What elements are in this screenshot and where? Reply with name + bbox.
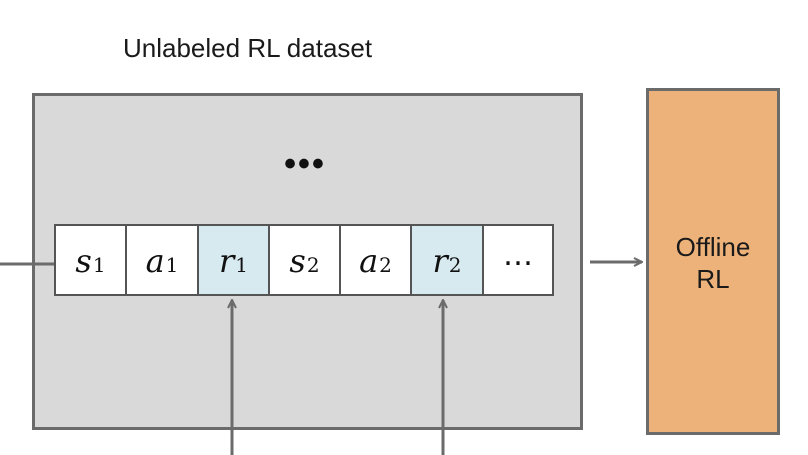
sequence-cell-s2: s2	[268, 224, 341, 296]
sequence-subscript: 1	[235, 253, 249, 277]
sequence-cell-a2: a2	[339, 224, 412, 296]
sequence-subscript: 2	[379, 253, 392, 277]
sequence-subscript: 1	[165, 253, 179, 277]
sequence-symbol: s2	[270, 242, 339, 280]
dataset-title: Unlabeled RL dataset	[123, 33, 373, 63]
sequence-variable: s	[289, 242, 306, 280]
sequence-subscript: 1	[92, 253, 106, 277]
sequence-cell-ellipsis: …	[482, 224, 554, 296]
sequence-variable: a	[145, 242, 165, 280]
offline-rl-label-line1: Offline	[675, 232, 751, 262]
sequence-variable: r	[432, 242, 448, 280]
offline-rl-label-line2: RL	[696, 264, 730, 294]
more-trajectories-ellipsis: •••	[284, 145, 326, 183]
sequence-cell-r1: r1	[197, 224, 270, 296]
sequence-subscript: 2	[306, 253, 320, 277]
sequence-subscript: 2	[448, 253, 462, 277]
offline-rl-box: Offline RL	[646, 88, 780, 435]
sequence-symbol: r2	[412, 242, 482, 280]
sequence-symbol: s1	[56, 242, 125, 280]
sequence-ellipsis: …	[503, 238, 533, 273]
sequence-symbol: …	[484, 238, 552, 277]
sequence-variable: s	[75, 242, 92, 280]
sequence-symbol: r1	[199, 242, 268, 280]
sequence-variable: a	[359, 242, 379, 280]
offline-rl-label: Offline RL	[649, 231, 777, 295]
sequence-symbol: a2	[341, 242, 410, 280]
sequence-symbol: a1	[127, 242, 197, 280]
sequence-variable: r	[218, 242, 235, 280]
